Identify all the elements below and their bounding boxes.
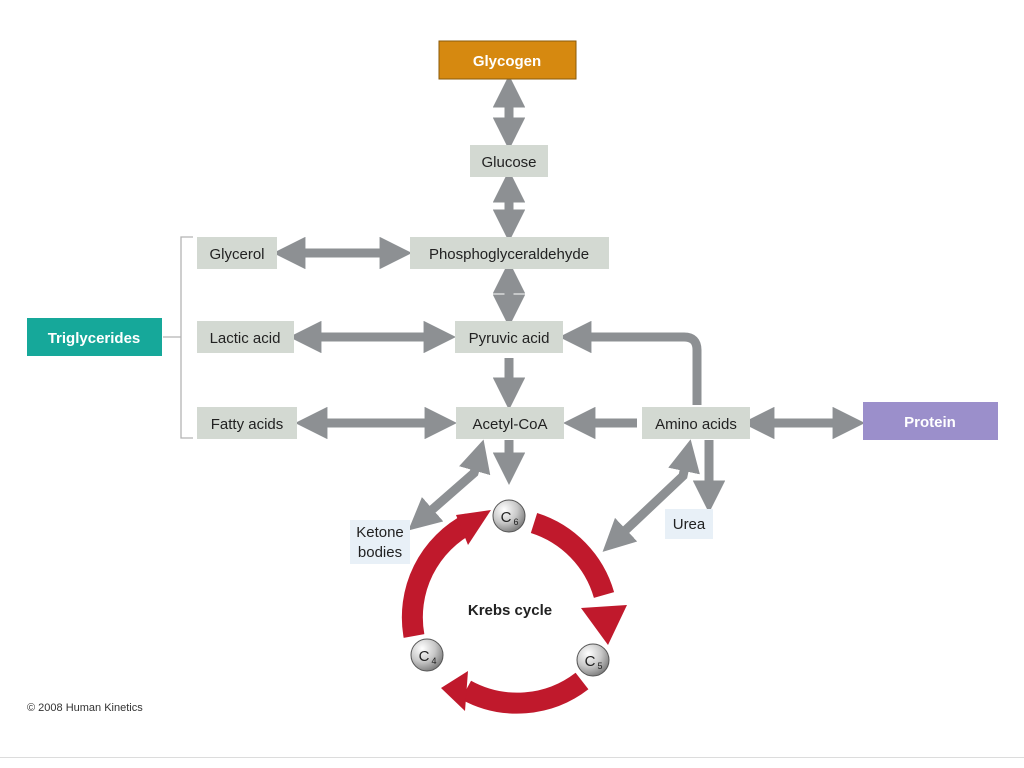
bottom-divider xyxy=(0,757,1024,758)
svg-text:4: 4 xyxy=(431,656,436,666)
svg-text:bodies: bodies xyxy=(358,544,402,561)
svg-text:C: C xyxy=(585,653,596,670)
svg-text:Ketone: Ketone xyxy=(356,524,404,541)
svg-text:Phosphoglyceraldehyde: Phosphoglyceraldehyde xyxy=(429,246,589,263)
krebs-arrow-c5-c4 xyxy=(460,672,589,714)
c6-ball: C 6 xyxy=(492,499,526,533)
label-ketone-bodies: Ketone bodies xyxy=(350,520,410,564)
c4-ball: C 4 xyxy=(410,638,444,672)
svg-text:Glucose: Glucose xyxy=(481,154,536,171)
svg-text:6: 6 xyxy=(513,517,518,527)
svg-text:Glycogen: Glycogen xyxy=(473,53,541,70)
svg-text:C: C xyxy=(419,648,430,665)
krebs-arrow-c4-c6 xyxy=(401,513,476,638)
node-amino-acids: Amino acids xyxy=(642,407,750,439)
svg-text:Acetyl-CoA: Acetyl-CoA xyxy=(472,416,547,433)
svg-text:5: 5 xyxy=(597,661,602,671)
svg-text:Amino acids: Amino acids xyxy=(655,416,737,433)
node-glucose: Glucose xyxy=(470,145,548,177)
svg-text:C: C xyxy=(501,509,512,526)
node-triglycerides: Triglycerides xyxy=(27,318,162,356)
arrow-ketone-acetyl xyxy=(408,439,491,531)
arrows xyxy=(273,75,865,552)
node-acetyl-coa: Acetyl-CoA xyxy=(456,407,564,439)
node-protein: Protein xyxy=(863,402,998,440)
krebs-arrowhead-2 xyxy=(441,671,468,711)
arrow-amino-pyruvic xyxy=(559,320,702,405)
node-pyruvic-acid: Pyruvic acid xyxy=(455,321,563,353)
node-phosphoglyceraldehyde: Phosphoglyceraldehyde xyxy=(410,237,609,269)
krebs-arrow-c6-c5 xyxy=(530,512,615,599)
svg-text:Fatty acids: Fatty acids xyxy=(211,416,284,433)
krebs-arrowheads xyxy=(441,510,627,711)
svg-text:Urea: Urea xyxy=(673,516,706,533)
krebs-arrowhead-3 xyxy=(456,510,491,545)
arrow-krebs-amino xyxy=(602,439,700,552)
node-lactic-acid: Lactic acid xyxy=(197,321,294,353)
krebs-cycle-arrows xyxy=(401,512,615,714)
svg-text:Glycerol: Glycerol xyxy=(209,246,264,263)
svg-text:Pyruvic acid: Pyruvic acid xyxy=(469,330,550,347)
copyright-notice: © 2008 Human Kinetics xyxy=(27,702,143,714)
krebs-arrowhead-1 xyxy=(581,605,627,645)
svg-text:Triglycerides: Triglycerides xyxy=(48,330,141,347)
node-glycogen: Glycogen xyxy=(438,40,577,80)
krebs-cycle-title: Krebs cycle xyxy=(468,602,552,619)
svg-text:Protein: Protein xyxy=(904,414,956,431)
svg-text:Lactic acid: Lactic acid xyxy=(210,330,281,347)
label-urea: Urea xyxy=(665,509,713,539)
triglycerides-bracket xyxy=(163,236,193,439)
c5-ball: C 5 xyxy=(576,643,610,677)
node-glycerol: Glycerol xyxy=(197,237,277,269)
node-fatty-acids: Fatty acids xyxy=(197,407,297,439)
